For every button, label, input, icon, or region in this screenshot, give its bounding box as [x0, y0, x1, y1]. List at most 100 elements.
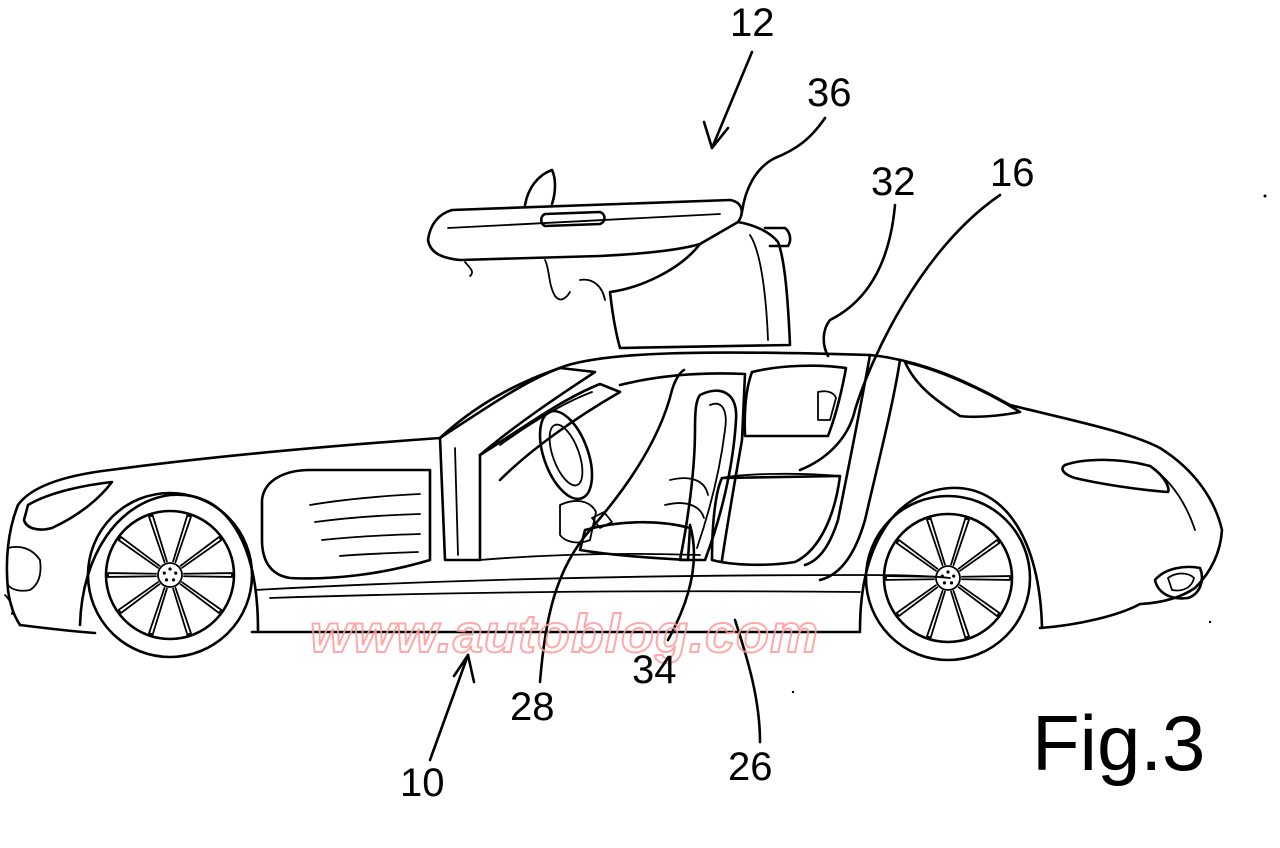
wheel-spoke	[950, 589, 970, 639]
wheel-spoke	[895, 539, 939, 572]
ref-34: 34	[632, 648, 677, 692]
steering-wheel-inner	[548, 423, 584, 487]
wheel-spoke	[148, 586, 168, 636]
side-window-rear-frame	[817, 390, 837, 421]
body-outline-upper	[16, 351, 1224, 606]
arrow-10	[428, 653, 470, 762]
ref-36: 36	[807, 71, 852, 115]
ref-28: 28	[510, 685, 555, 729]
b-pillar-inner	[818, 358, 902, 582]
front-tire-outer	[86, 491, 254, 659]
side-character-line	[254, 574, 951, 591]
driver-seat-back-detail	[696, 402, 727, 549]
b-pillar	[803, 353, 872, 567]
rear-exhaust	[1153, 565, 1204, 600]
steering-wheel	[538, 409, 594, 501]
side-character-line-2	[269, 590, 861, 599]
wheel-lug-nut	[940, 574, 944, 578]
front-hub	[157, 562, 183, 588]
door-hinge	[763, 226, 792, 248]
wheel-spoke	[179, 581, 223, 614]
reference-numerals: 12 36 32 16 34 28 26 10	[400, 1, 1035, 805]
rear-tire-outer	[864, 494, 1032, 662]
wheel-spoke	[117, 581, 161, 614]
rear-wheel	[858, 486, 1044, 662]
vent-slat-1	[309, 493, 421, 506]
rear-hub	[935, 565, 961, 591]
door-underside	[464, 261, 473, 277]
vent-slat-3	[321, 533, 421, 541]
center-console	[559, 500, 597, 544]
front-wheel	[78, 491, 260, 659]
wheel-lug-nut	[164, 578, 169, 582]
wheel-spoke	[172, 514, 192, 564]
wheel-spoke	[926, 589, 946, 639]
ref-12: 12	[730, 1, 775, 45]
door-underside-detail	[544, 259, 571, 301]
ref-16: 16	[990, 151, 1035, 195]
a-pillar	[438, 366, 597, 457]
wheel-spoke	[926, 517, 946, 567]
wheel-lug-nut	[946, 570, 950, 574]
scan-specks	[791, 194, 1267, 694]
gullwing-door-open	[426, 168, 792, 350]
wheel-spoke	[172, 586, 192, 636]
arrow-10-head	[452, 653, 476, 684]
wheel-lug-nut	[952, 574, 956, 578]
wheel-spoke	[183, 572, 233, 578]
wheel-spoke	[957, 539, 1001, 572]
rear-panel-line	[1149, 465, 1196, 531]
arrow-12	[710, 50, 754, 150]
rear-quarter-window	[903, 360, 1022, 419]
wheel-lug-nut	[942, 581, 947, 585]
seat-stitch-2	[664, 502, 705, 519]
seat-stitch	[669, 477, 709, 496]
body-outline-lower	[18, 623, 97, 635]
arrow-12-head	[702, 120, 730, 150]
floor-line	[479, 552, 701, 561]
side-window-rear	[743, 364, 848, 438]
leader-28	[538, 368, 686, 684]
wheel-spoke	[957, 584, 1001, 617]
front-bumper	[5, 503, 22, 627]
wheel-spoke	[148, 514, 168, 564]
taillight	[1061, 458, 1170, 494]
figure-label: Fig.3	[1032, 699, 1205, 787]
door-top-panel-inner	[447, 213, 721, 229]
wheel-spoke	[950, 517, 970, 567]
pedal	[591, 511, 613, 529]
leader-26	[733, 618, 762, 744]
wheel-spoke	[117, 536, 161, 569]
front-wheel-arch	[78, 493, 260, 632]
door-opening-lower	[710, 474, 842, 567]
front-door-frame	[438, 436, 482, 562]
wheel-spoke	[107, 572, 157, 578]
wheel-lug-nut	[171, 578, 176, 582]
wheel-lug-nut	[168, 567, 172, 571]
leader-16	[798, 193, 1002, 472]
rear-wheel-spokes	[885, 517, 1011, 639]
ref-10: 10	[400, 761, 445, 805]
rear-rim	[882, 512, 1014, 644]
front-wheel-spokes	[107, 514, 233, 636]
vent-slat-2	[314, 513, 421, 523]
leader-32	[822, 203, 897, 358]
dashboard	[478, 382, 622, 482]
vent-slat-4	[339, 551, 419, 557]
car-body	[4, 351, 1224, 635]
driver-seat-back	[678, 389, 738, 562]
front-door-frame-inner	[454, 447, 459, 556]
door-vertical-panel	[608, 220, 792, 350]
wheel-spoke	[885, 575, 935, 581]
rear-exhaust-inner	[1167, 572, 1195, 592]
front-grille-detail	[4, 594, 14, 615]
interior-roof-arch	[618, 372, 747, 562]
interior	[438, 372, 747, 562]
wheel-lug-nut	[162, 571, 166, 575]
ref-32: 32	[871, 160, 916, 204]
wheel-spoke	[895, 584, 939, 617]
leader-lines	[428, 50, 1002, 762]
rear-wheel-arch	[858, 486, 1044, 632]
door-handle	[539, 210, 606, 228]
